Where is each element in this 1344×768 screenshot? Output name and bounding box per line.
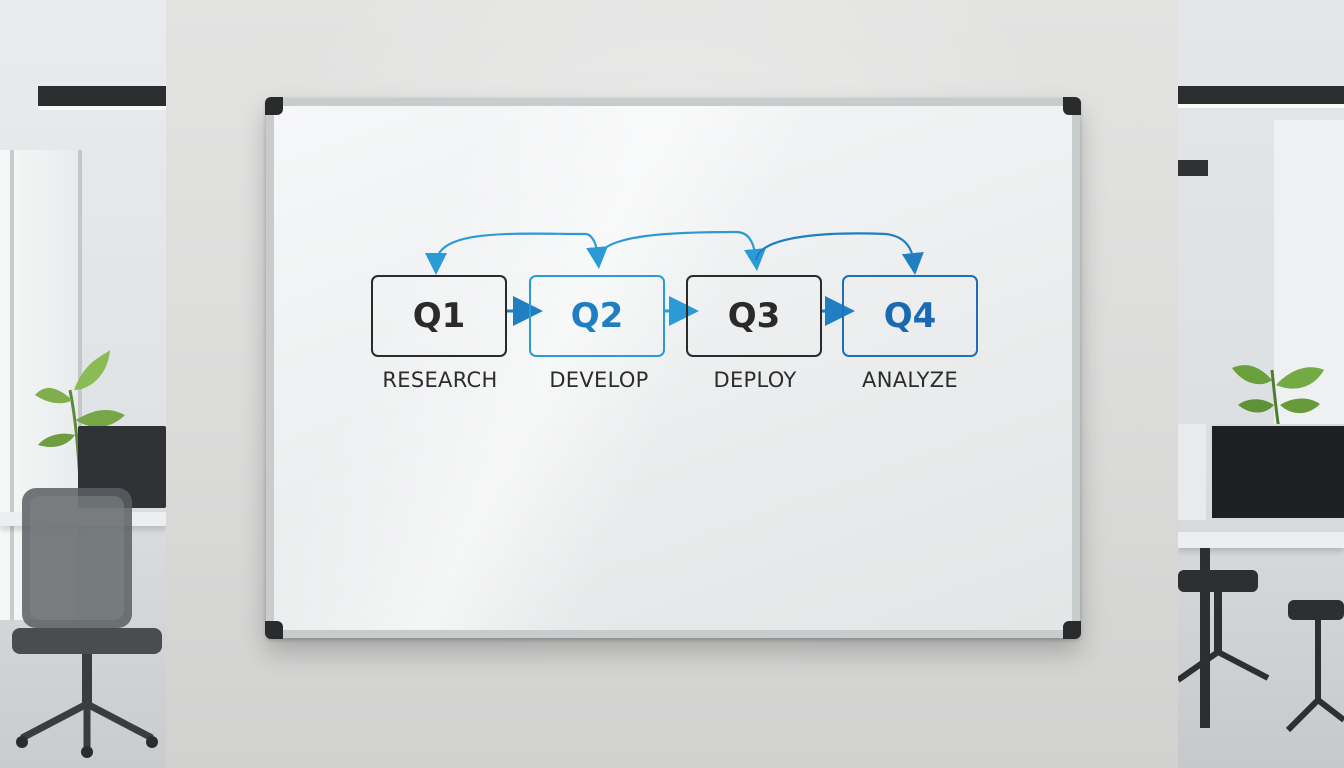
whiteboard-corner: [265, 621, 283, 639]
roadmap-diagram: Q1 Q2 Q3 Q4 RESEARCH DEVELOP DEPLOY ANAL…: [266, 98, 1080, 638]
ceiling-light: [1178, 160, 1208, 176]
arc-arrow: [434, 232, 609, 269]
stage-box-q3: Q3: [686, 275, 822, 357]
right-office-background: [1178, 0, 1344, 768]
arc-arrow: [596, 230, 766, 271]
office-chair: [12, 488, 162, 758]
arc-arrow: [754, 232, 924, 275]
whiteboard-surface: [274, 106, 1072, 630]
left-office-background: [0, 0, 166, 768]
whiteboard-corner: [265, 97, 283, 115]
whiteboard-corner: [1063, 97, 1081, 115]
stage-label-deploy: DEPLOY: [713, 368, 797, 392]
roadmap-arrows: [425, 230, 924, 326]
plant: [35, 350, 125, 480]
ceiling-light: [1178, 86, 1344, 108]
stage-label-develop: DEVELOP: [549, 368, 649, 392]
stage-box-q1: Q1: [371, 275, 507, 357]
stage-box-q4: Q4: [842, 275, 978, 357]
plant: [1232, 365, 1324, 430]
office-wall: [1274, 120, 1344, 450]
whiteboard-corner: [1063, 621, 1081, 639]
whiteboard: Q1 Q2 Q3 Q4 RESEARCH DEVELOP DEPLOY ANAL…: [265, 97, 1081, 639]
stage-box-q2: Q2: [529, 275, 665, 357]
desk-leg: [1200, 548, 1210, 728]
office-chair: [1178, 570, 1344, 733]
stage-label-research: RESEARCH: [382, 368, 498, 392]
monitor: [1210, 424, 1344, 520]
desk: [1178, 532, 1344, 548]
monitor: [1178, 424, 1206, 520]
stage-label-analyze: ANALYZE: [862, 368, 958, 392]
ceiling-light: [38, 86, 166, 110]
